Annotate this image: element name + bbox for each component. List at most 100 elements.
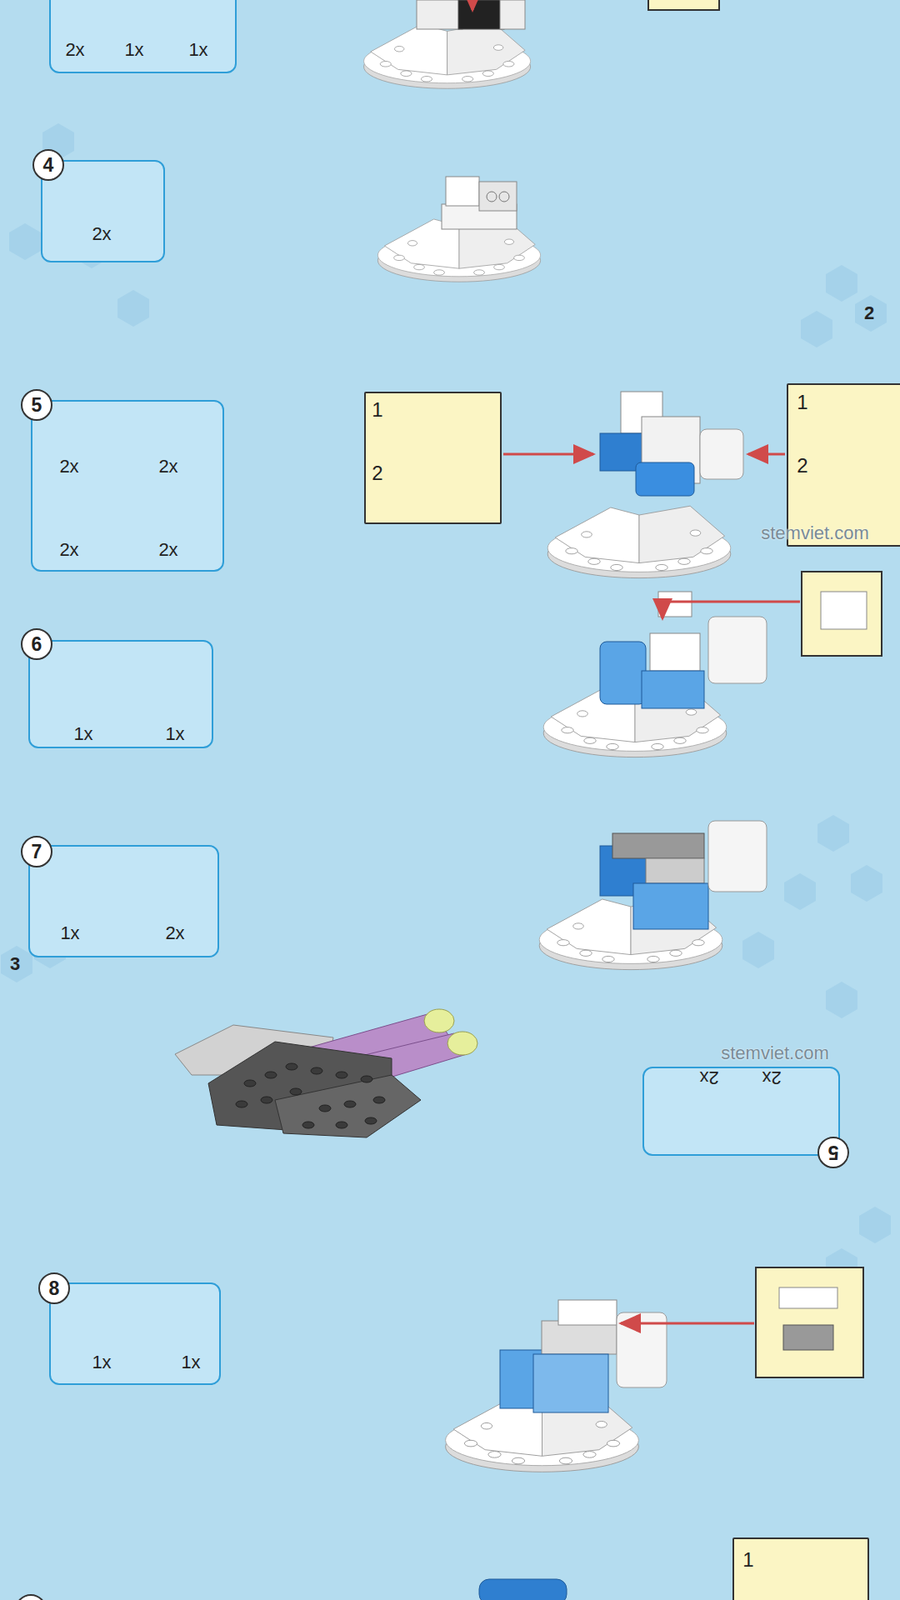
illustration-shape bbox=[260, 1096, 273, 1104]
illustration-shape bbox=[335, 1121, 348, 1129]
illustration-shape bbox=[662, 601, 800, 619]
illustration-shape bbox=[541, 1320, 617, 1355]
illustration-shape bbox=[801, 571, 882, 656]
quantity-label: 2x bbox=[158, 539, 178, 561]
illustration-shape bbox=[310, 1067, 323, 1075]
illustration-shape bbox=[800, 310, 833, 348]
parts-box: 81x1x bbox=[49, 1282, 221, 1385]
watermark: stemviet.com bbox=[760, 522, 870, 545]
callout-number: 1 bbox=[371, 398, 383, 422]
illustration-shape bbox=[641, 670, 705, 709]
parts-box: 2x 1x 1x bbox=[49, 0, 237, 74]
parts-box: 52x2x bbox=[642, 1066, 840, 1156]
step-number: 8 bbox=[38, 1272, 70, 1305]
illustration-shape bbox=[859, 1206, 891, 1244]
illustration-shape bbox=[708, 616, 767, 684]
quantity-label: 1x bbox=[60, 922, 80, 945]
illustration-shape bbox=[612, 833, 705, 859]
quantity-label: 1x bbox=[180, 1351, 200, 1374]
illustration-shape bbox=[265, 1071, 277, 1079]
illustration-shape bbox=[748, 453, 785, 456]
quantity-label: 2x bbox=[158, 455, 178, 478]
step-number: 6 bbox=[20, 628, 53, 660]
page-number: 2 bbox=[864, 302, 875, 325]
illustration-shape bbox=[360, 1075, 373, 1083]
parts-box: 52x2x2x2x bbox=[30, 400, 225, 572]
illustration-shape bbox=[290, 1088, 302, 1095]
illustration-shape bbox=[416, 0, 463, 30]
illustration-shape bbox=[633, 883, 709, 930]
illustration-shape bbox=[479, 1579, 567, 1600]
callout-number: 1 bbox=[742, 1548, 754, 1572]
illustration-shape bbox=[15, 1595, 46, 1600]
illustration-shape bbox=[779, 1287, 838, 1309]
illustration-shape bbox=[244, 1080, 256, 1087]
illustration-shape bbox=[285, 1063, 298, 1070]
quantity-label: 1x bbox=[124, 39, 144, 61]
quantity-label: 2x bbox=[59, 455, 79, 478]
illustration-shape bbox=[600, 641, 646, 705]
callout-number: 2 bbox=[371, 461, 383, 485]
illustration-shape bbox=[547, 505, 731, 578]
callout-box: 12 bbox=[364, 391, 502, 525]
watermark: stemviet.com bbox=[720, 1042, 830, 1065]
illustration-shape bbox=[479, 181, 517, 211]
model-step-6 bbox=[543, 571, 882, 758]
illustration-shape bbox=[850, 865, 883, 902]
illustration-shape bbox=[558, 1300, 617, 1325]
quantity-label: 2x bbox=[165, 922, 185, 945]
illustration-shape bbox=[817, 815, 850, 852]
quantity-label: 1x bbox=[73, 723, 93, 745]
illustration-shape bbox=[117, 290, 150, 327]
model-step-9 bbox=[15, 1562, 834, 1600]
illustration-shape bbox=[335, 1071, 348, 1079]
callout-box: 1 bbox=[732, 1537, 870, 1600]
quantity-label: 2x bbox=[59, 539, 79, 561]
illustration-shape bbox=[533, 1354, 609, 1413]
quantity-label: 2x bbox=[91, 223, 111, 245]
quantity-label: 2x bbox=[761, 1066, 781, 1089]
illustration-shape bbox=[620, 1322, 755, 1325]
illustration-shape bbox=[784, 873, 816, 910]
illustration-shape bbox=[0, 945, 33, 983]
illustration-shape bbox=[344, 1100, 356, 1108]
illustration-shape bbox=[708, 820, 767, 892]
illustration-shape bbox=[825, 981, 858, 1019]
illustration-shape bbox=[648, 0, 720, 10]
illustration-shape bbox=[373, 1096, 385, 1104]
illustration-shape bbox=[319, 1105, 331, 1112]
callout-box: 12 bbox=[786, 383, 900, 547]
parts-box: 61x1x bbox=[28, 640, 214, 749]
illustration-shape bbox=[364, 23, 531, 90]
quantity-label: 1x bbox=[165, 723, 185, 745]
illustration-shape bbox=[499, 191, 510, 202]
quantity-label: 2x bbox=[65, 39, 85, 61]
illustration-shape bbox=[825, 265, 858, 302]
illustration-shape bbox=[783, 1325, 834, 1350]
illustration-shape bbox=[503, 453, 594, 456]
quantity-label: 1x bbox=[188, 39, 208, 61]
step-number: 5 bbox=[20, 389, 53, 421]
illustration-shape bbox=[458, 0, 505, 30]
illustration-shape bbox=[9, 223, 41, 260]
illustration-shape bbox=[500, 0, 525, 30]
illustration-shape bbox=[820, 591, 867, 630]
illustration-shape bbox=[275, 1075, 421, 1138]
illustration-shape bbox=[855, 295, 887, 332]
parts-box: 42x bbox=[40, 160, 165, 263]
quantity-label: 2x bbox=[699, 1066, 719, 1089]
callout-number: 1 bbox=[796, 390, 808, 415]
illustration-shape bbox=[645, 858, 705, 884]
step-number: 4 bbox=[32, 149, 65, 181]
illustration-shape bbox=[742, 931, 775, 969]
spaceship-subassembly bbox=[175, 1009, 478, 1138]
illustration-shape bbox=[445, 176, 480, 206]
illustration-shape bbox=[755, 1267, 864, 1378]
illustration-shape bbox=[365, 1117, 377, 1125]
illustration-shape bbox=[235, 1100, 248, 1108]
model-step-3 bbox=[364, 0, 720, 89]
step-number: 5 bbox=[817, 1136, 850, 1169]
page-number: 3 bbox=[10, 953, 20, 975]
model-step-7 bbox=[539, 820, 767, 970]
